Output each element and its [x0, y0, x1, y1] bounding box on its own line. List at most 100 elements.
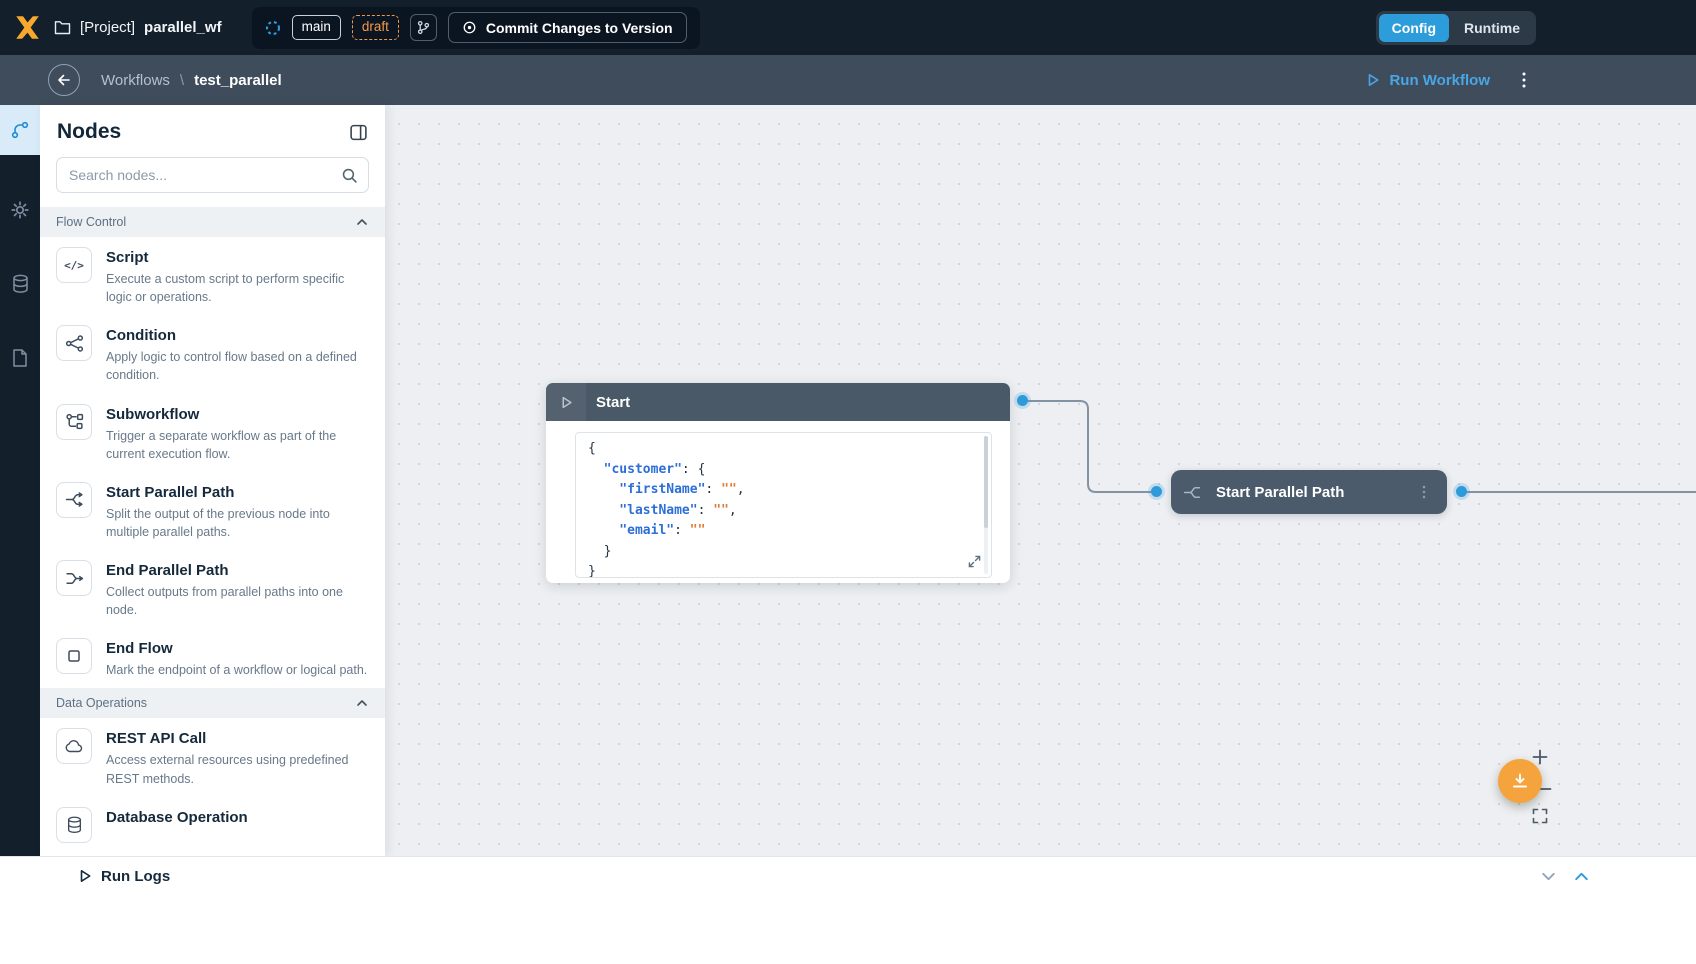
database-icon: [12, 274, 28, 293]
port-parallel-input[interactable]: [1151, 486, 1162, 497]
edge-start-to-parallel: [1022, 400, 1153, 493]
left-rail: [0, 105, 40, 856]
breadcrumb-workflows[interactable]: Workflows: [101, 71, 170, 89]
breadcrumb-current: test_parallel: [194, 71, 282, 89]
document-icon: [13, 349, 27, 367]
code-editor[interactable]: { "customer": { "firstName": "", "lastNa…: [575, 432, 992, 578]
node-menu-button[interactable]: [1413, 479, 1435, 505]
commit-dot-icon: [463, 21, 476, 34]
end-flow-icon: [56, 638, 92, 675]
port-parallel-output[interactable]: [1456, 486, 1467, 497]
condition-icon: [56, 325, 92, 362]
cloud-icon: [56, 728, 92, 765]
commit-button-label: Commit Changes to Version: [485, 19, 673, 36]
panel-collapse-icon: [350, 124, 367, 140]
import-fab-button[interactable]: [1498, 759, 1542, 803]
play-icon: [1369, 74, 1379, 86]
node-item-subworkflow[interactable]: Subworkflow Trigger a separate workflow …: [40, 394, 385, 472]
draft-chip[interactable]: draft: [351, 15, 399, 40]
chevron-up-icon: [355, 215, 369, 229]
port-start-output[interactable]: [1017, 395, 1028, 406]
collapse-logs-button[interactable]: [1540, 868, 1557, 885]
kebab-icon: [1522, 72, 1526, 88]
breadcrumb-separator: \: [179, 71, 185, 89]
sync-spinner-icon: [265, 20, 280, 35]
node-item-rest-api-call[interactable]: REST API Call Access external resources …: [40, 718, 385, 796]
node-item-title: REST API Call: [106, 730, 207, 748]
node-item-title: Script: [106, 249, 149, 266]
version-control-group: main draft Commit Changes to Version: [251, 6, 700, 49]
end-parallel-icon: [56, 560, 92, 596]
start-parallel-icon: [1183, 483, 1202, 502]
x-logo-icon: [15, 16, 39, 39]
code-scrollbar[interactable]: [984, 436, 988, 574]
start-node-header[interactable]: Start: [546, 383, 1010, 421]
branch-menu-button[interactable]: [409, 14, 437, 41]
database-icon: [56, 806, 92, 843]
workflow-menu-button[interactable]: [1510, 66, 1538, 94]
node-item-title: End Flow: [106, 640, 173, 658]
collapse-panel-button[interactable]: [349, 123, 368, 142]
zoom-in-button[interactable]: [1529, 746, 1551, 768]
play-icon: [562, 396, 572, 408]
project-breadcrumb[interactable]: [Project] parallel_wf: [54, 19, 222, 36]
project-label: [Project]: [80, 19, 136, 36]
start-parallel-path-node[interactable]: Start Parallel Path: [1171, 470, 1447, 514]
subworkflow-icon: [56, 403, 92, 440]
parallel-node-title: Start Parallel Path: [1216, 483, 1345, 501]
node-item-title: Database Operation: [106, 808, 248, 826]
search-icon: [341, 167, 358, 184]
commit-button[interactable]: Commit Changes to Version: [447, 12, 687, 43]
run-logs-toggle[interactable]: Run Logs: [78, 868, 170, 885]
code-scroll-thumb[interactable]: [984, 436, 988, 528]
subbar-actions: Run Workflow: [1366, 66, 1538, 94]
section-header-flow-control[interactable]: Flow Control: [40, 207, 385, 237]
expand-icon: [968, 555, 981, 568]
node-item-database-operation[interactable]: Database Operation: [40, 797, 385, 852]
node-item-end-parallel-path[interactable]: End Parallel Path Collect outputs from p…: [40, 550, 385, 628]
node-item-title: Subworkflow: [106, 405, 200, 423]
start-parallel-icon: [56, 481, 92, 518]
node-item-desc: Collect outputs from parallel paths into…: [106, 585, 343, 618]
tab-config[interactable]: Config: [1378, 13, 1449, 42]
branch-chip[interactable]: main: [291, 15, 341, 40]
start-node-title: Start: [596, 393, 631, 411]
run-logs-controls: [1540, 868, 1590, 885]
section-header-data-operations[interactable]: Data Operations: [40, 688, 385, 719]
expand-logs-button[interactable]: [1573, 868, 1590, 885]
nodes-panel: Nodes Flow Control </> Script Execute a …: [40, 105, 385, 856]
section-label: Data Operations: [56, 696, 148, 711]
start-play-chip: [546, 383, 586, 421]
node-item-end-flow[interactable]: End Flow Mark the endpoint of a workflow…: [40, 628, 385, 688]
back-button[interactable]: [48, 64, 80, 96]
node-item-desc: Apply logic to control flow based on a d…: [106, 350, 357, 383]
node-item-script[interactable]: </> Script Execute a custom script to pe…: [40, 237, 385, 315]
run-workflow-button[interactable]: Run Workflow: [1366, 72, 1490, 89]
start-node[interactable]: Start { "customer": { "firstName": "", "…: [546, 383, 1010, 583]
node-item-desc: Split the output of the previous node in…: [106, 506, 330, 539]
workflow-icon: [11, 121, 29, 139]
run-logs-row: Run Logs: [0, 857, 1696, 895]
fit-view-button[interactable]: [1529, 805, 1551, 827]
rail-item-database[interactable]: [0, 259, 40, 309]
download-icon: [1513, 773, 1527, 788]
xano-logo[interactable]: [0, 14, 54, 41]
breadcrumb: Workflows \ test_parallel: [101, 72, 282, 89]
panel-title: Nodes: [57, 120, 122, 143]
run-logs-bar: Run Logs: [0, 856, 1696, 964]
code-block: { "customer": { "firstName": "", "lastNa…: [588, 441, 745, 578]
search-input[interactable]: [56, 157, 369, 193]
rail-item-docs[interactable]: [0, 333, 40, 383]
folder-icon: [54, 21, 71, 35]
code-expand-button[interactable]: [968, 555, 981, 568]
node-item-desc: Trigger a separate workflow as part of t…: [106, 428, 337, 461]
nodes-panel-header: Nodes: [40, 105, 385, 155]
tab-runtime[interactable]: Runtime: [1451, 14, 1533, 42]
topbar: [Project] parallel_wf main draft Commit …: [0, 0, 1696, 55]
node-item-condition[interactable]: Condition Apply logic to control flow ba…: [40, 315, 385, 393]
rail-item-workflows[interactable]: [0, 105, 40, 155]
kebab-icon: [1422, 485, 1426, 499]
node-item-start-parallel-path[interactable]: Start Parallel Path Split the output of …: [40, 472, 385, 550]
rail-item-settings[interactable]: [0, 185, 40, 235]
